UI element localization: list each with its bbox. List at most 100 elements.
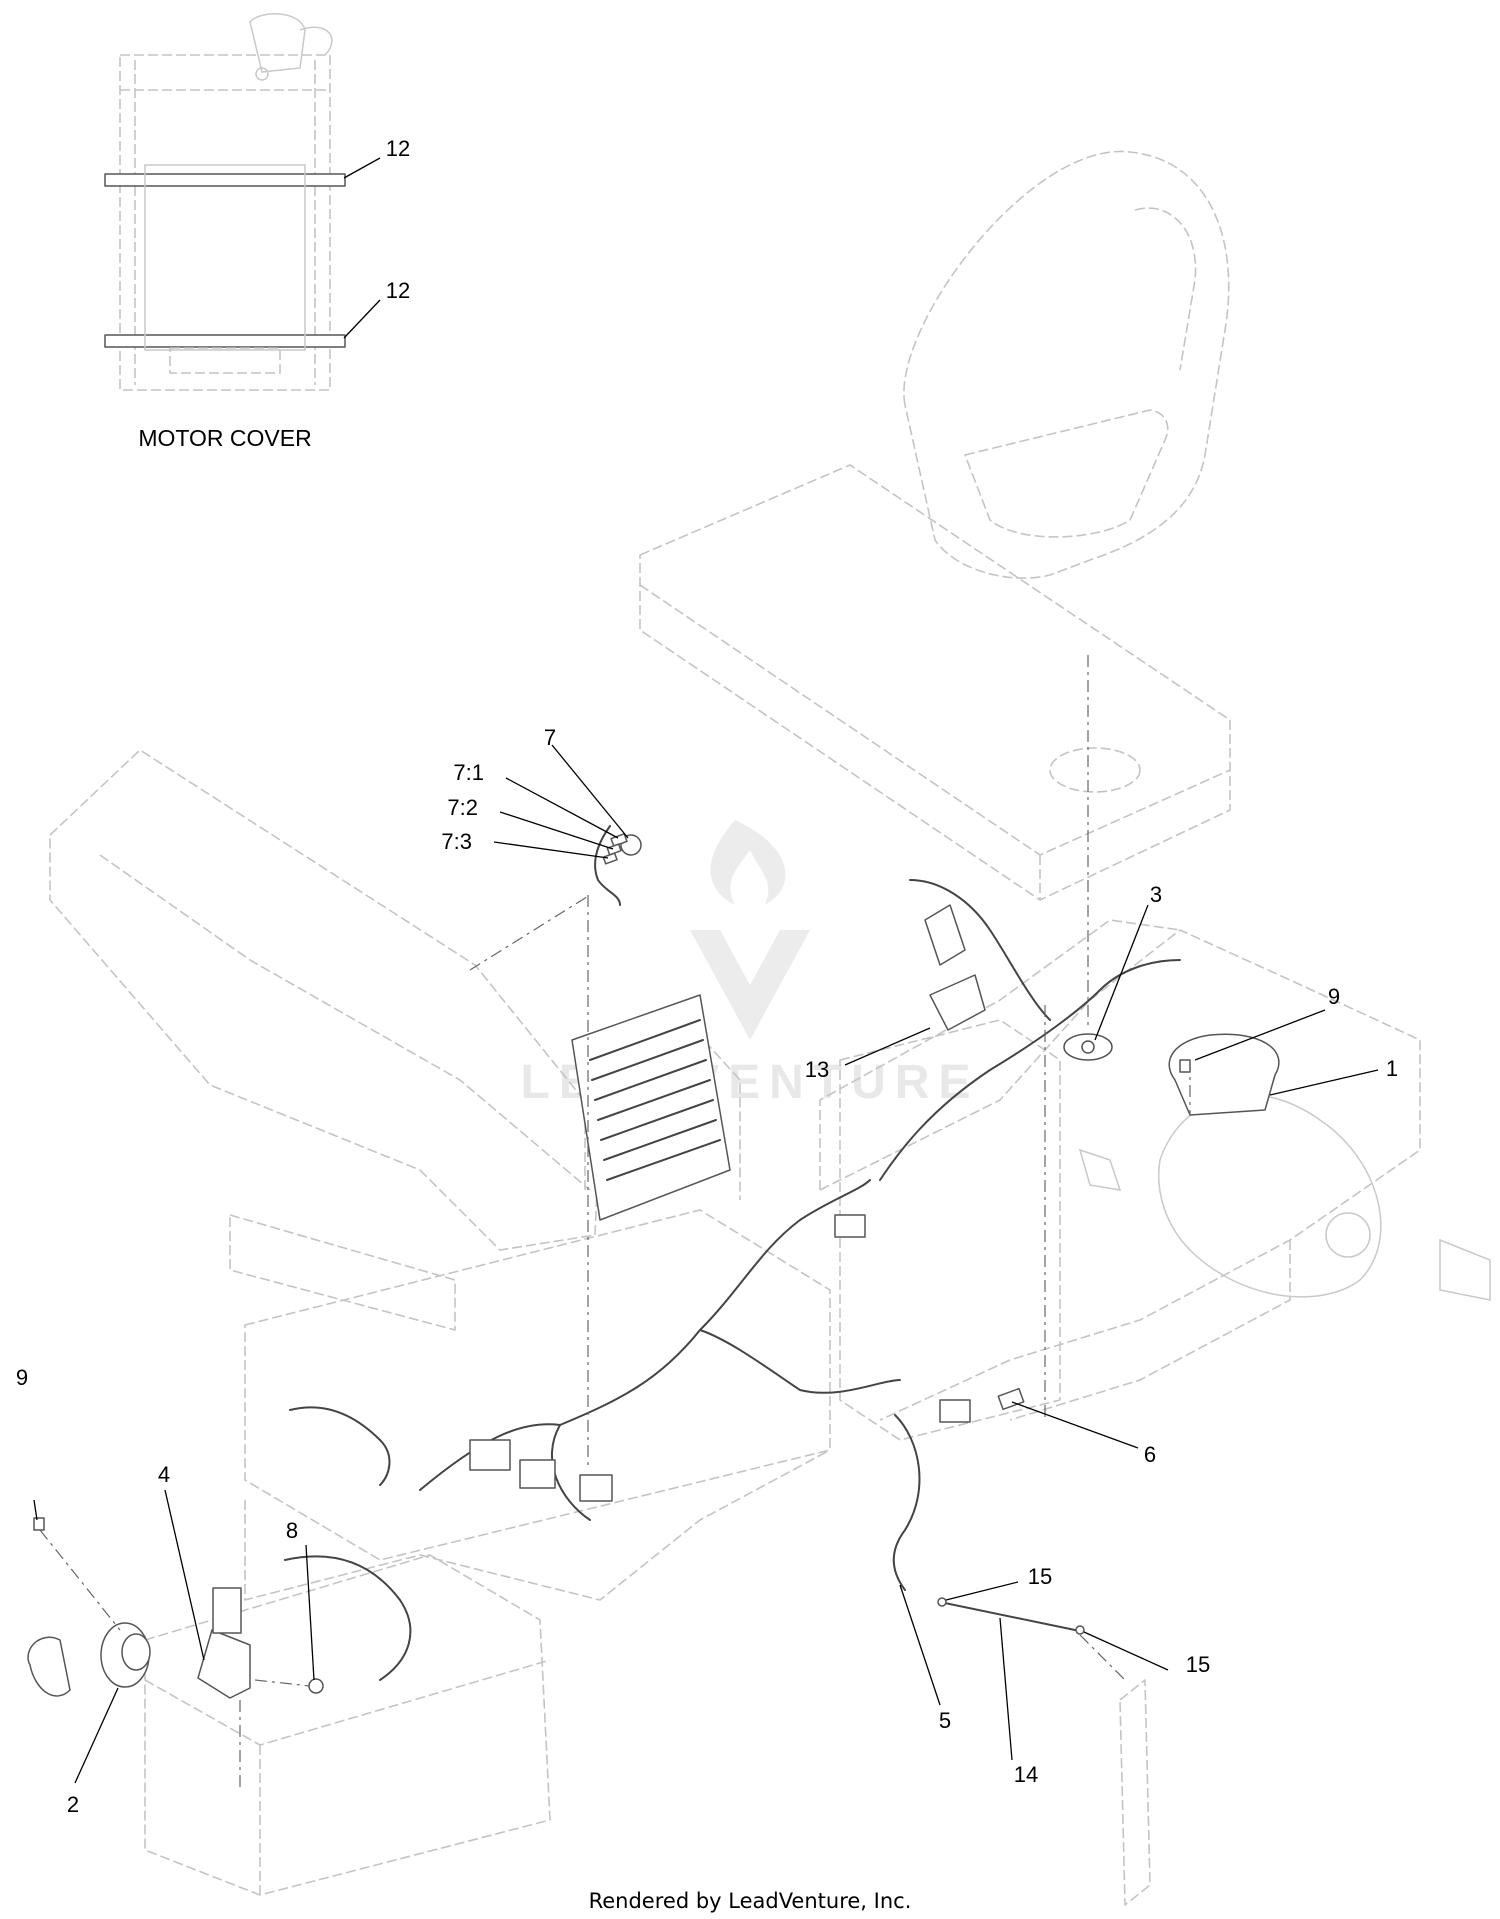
part-8-nut <box>308 1678 324 1694</box>
seat-contour <box>1134 207 1197 371</box>
connector-block-c <box>579 1474 613 1502</box>
callout-12-lower: 12 <box>386 278 410 303</box>
seat-back <box>903 150 1230 579</box>
leader-1 <box>1269 1069 1379 1096</box>
main-frame <box>144 919 1421 1906</box>
motor-cover-base <box>169 347 281 374</box>
harness-branch-front <box>284 1555 412 1681</box>
horn-bracket <box>27 1636 71 1697</box>
harness-rear <box>879 959 1181 1181</box>
leader-7-2 <box>499 811 614 850</box>
frame-upper-rail <box>819 919 1181 1190</box>
seat <box>903 150 1230 579</box>
footer-credit: Rendered by LeadVenture, Inc. <box>589 1889 912 1913</box>
frame-crossbar <box>229 1214 456 1331</box>
part-7-1-nut <box>610 833 628 847</box>
leader-5 <box>899 1584 941 1706</box>
callout-7-2: 7:2 <box>447 795 478 820</box>
part-13-mount <box>924 904 966 966</box>
seat-deck-edge <box>639 584 1231 900</box>
leader-lines <box>33 157 1379 1784</box>
frame-lower-rail <box>1009 1240 1291 1421</box>
callout-15-lower: 15 <box>1186 1652 1210 1677</box>
leader-9-left <box>33 1499 38 1521</box>
harness-key-switch <box>594 825 621 906</box>
callout-4: 4 <box>158 1462 170 1487</box>
part-13-bracket <box>929 974 986 1031</box>
motor-endcap <box>1325 1212 1371 1258</box>
centerline-hood <box>469 894 591 971</box>
callout-14: 14 <box>1014 1762 1038 1787</box>
callout-9-right: 9 <box>1328 984 1340 1009</box>
centerline-nut <box>254 1679 311 1687</box>
leader-2 <box>74 1687 119 1784</box>
harness-main <box>419 1179 901 1521</box>
axle-stub <box>1439 1238 1491 1301</box>
part-1-cover <box>1168 1033 1280 1116</box>
callout-15-upper: 15 <box>1028 1564 1052 1589</box>
centerline-horn-label <box>39 1529 121 1631</box>
strap-upper <box>104 173 346 187</box>
frame-front-section <box>144 1554 551 1896</box>
leader-3 <box>1094 904 1149 1041</box>
part-2-horn-inner <box>121 1633 151 1671</box>
part-9-label-left <box>33 1517 45 1531</box>
callout-2: 2 <box>67 1792 79 1817</box>
motor-assembly <box>1078 1094 1491 1301</box>
connector-block-b <box>519 1459 556 1489</box>
assembly-centerlines <box>39 655 1191 1790</box>
part-15-clip-a <box>937 1597 947 1607</box>
seat-deck <box>639 464 1231 901</box>
leader-6 <box>1011 1401 1139 1449</box>
motor-cover-panel <box>144 164 306 351</box>
parts <box>27 833 1280 1699</box>
motor-housing <box>1158 1094 1382 1298</box>
leader-15-upper <box>945 1581 1019 1601</box>
harness-branch-left <box>289 1406 391 1486</box>
motor-cover-inset <box>104 13 346 391</box>
flame-logo-icon <box>710 820 786 905</box>
hood-panel-crease <box>99 854 591 1191</box>
leader-15-lower <box>1083 1631 1169 1671</box>
leader-8 <box>305 1544 315 1681</box>
motor-cover-frame <box>119 54 331 391</box>
part-4-bracket <box>197 1629 251 1699</box>
motor-brush <box>1078 1148 1122 1191</box>
part-15-clip-b <box>1075 1625 1085 1635</box>
wiring-harness <box>284 825 1181 1681</box>
leader-12-lower <box>343 299 381 339</box>
controller-heatsink <box>571 994 731 1221</box>
frame-side-member <box>244 1449 831 1601</box>
part-4-relay <box>212 1587 242 1634</box>
seat-cushion <box>964 409 1169 538</box>
part-9-label-right <box>1179 1059 1191 1073</box>
seat-deck-outline <box>639 464 1231 901</box>
leader-12-upper <box>343 157 381 179</box>
rear-bulkhead <box>839 1019 1061 1441</box>
seat-deck-hole <box>1049 747 1141 793</box>
frame-front-edges <box>144 1659 551 1895</box>
part-7-2-washer <box>606 843 622 856</box>
frame-leg-right <box>1119 1679 1151 1906</box>
callout-13: 13 <box>805 1057 829 1082</box>
part-14-cable <box>939 1601 1076 1631</box>
harness-cable-5 <box>892 1414 921 1591</box>
leader-13 <box>844 1027 931 1066</box>
heatsink-fins <box>589 1019 721 1181</box>
centerline-cable <box>1079 1634 1126 1681</box>
part-3-seat-switch-plunger <box>1081 1040 1095 1054</box>
callout-7: 7 <box>544 725 556 750</box>
motor-cover-bolt <box>255 67 269 81</box>
callout-3: 3 <box>1150 882 1162 907</box>
frame-center-beam <box>244 1209 831 1561</box>
strap-lower <box>104 334 346 348</box>
part-7-3-bezel <box>602 852 618 865</box>
leader-7-1 <box>505 777 619 839</box>
heatsink-body <box>571 994 731 1221</box>
callouts: 12 12 7 7:1 7:2 7:3 3 9 1 13 9 4 8 2 6 1… <box>16 136 1398 1817</box>
connector-block-a <box>469 1439 511 1471</box>
callout-6: 6 <box>1144 1442 1156 1467</box>
part-6-connector <box>997 1387 1025 1411</box>
motor-cover-connector <box>249 13 333 73</box>
